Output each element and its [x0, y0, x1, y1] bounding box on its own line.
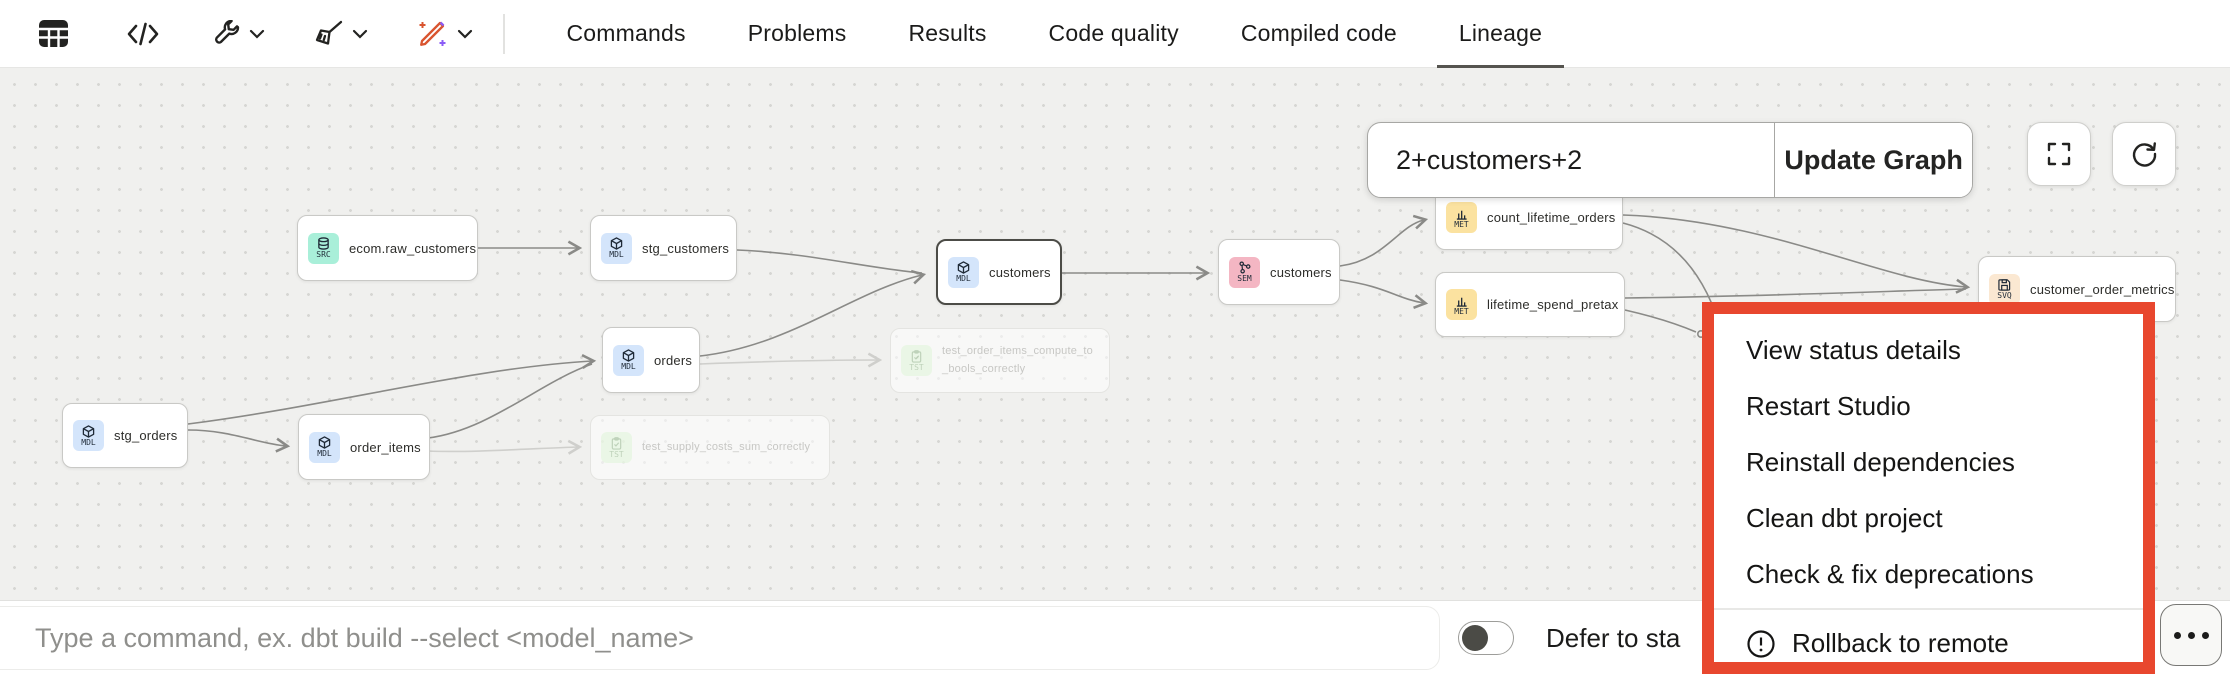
chevron-down-icon: [249, 29, 265, 39]
tab-code-quality[interactable]: Code quality: [1048, 20, 1179, 46]
lineage-node-stg-customers[interactable]: MDL stg_customers: [590, 215, 737, 281]
cube-icon: [318, 436, 331, 449]
chevron-down-icon: [457, 29, 473, 39]
cube-icon: [610, 237, 623, 250]
alert-circle-icon: [1747, 629, 1775, 658]
lineage-node-orders[interactable]: MDL orders: [602, 327, 700, 393]
clean-tools-button[interactable]: [307, 14, 376, 53]
cube-icon: [957, 261, 970, 274]
menu-item-restart-studio[interactable]: Restart Studio: [1746, 390, 1911, 421]
floppy-disk-icon: [1998, 279, 2011, 291]
lineage-node-order-items[interactable]: MDL order_items: [298, 414, 430, 480]
status-context-menu: View status details Restart Studio Reins…: [1702, 302, 2155, 674]
menu-item-reinstall-dependencies[interactable]: Reinstall dependencies: [1746, 446, 2015, 477]
cube-icon: [622, 349, 635, 362]
menu-divider: [1714, 608, 2143, 610]
lineage-node-customers-model[interactable]: MDL customers: [936, 239, 1062, 305]
selector-divider: [1774, 123, 1776, 197]
chevron-down-icon: [352, 29, 368, 39]
menu-item-clean-dbt-project[interactable]: Clean dbt project: [1746, 502, 1943, 533]
tab-compiled-code[interactable]: Compiled code: [1240, 20, 1397, 46]
toggle-knob: [1462, 624, 1488, 651]
code-editor-button[interactable]: [119, 16, 167, 52]
lineage-node-test-order-items[interactable]: TST test_order_items_compute_to_bools_co…: [890, 328, 1110, 393]
ellipsis-icon: [2173, 631, 2181, 639]
update-graph-button[interactable]: Update Graph: [1775, 123, 1972, 197]
cube-icon: [82, 424, 95, 438]
fullscreen-icon: [2047, 142, 2071, 166]
top-toolbar: Commands Problems Results Code quality C…: [0, 0, 2230, 68]
tab-commands[interactable]: Commands: [566, 20, 686, 46]
panel-tabs: Commands Problems Results Code quality C…: [566, 0, 1565, 68]
model-badge: MDL: [73, 420, 104, 451]
bar-chart-icon: [1456, 210, 1467, 220]
lineage-selector: Update Graph: [1367, 122, 1973, 198]
selector-input[interactable]: [1368, 123, 1774, 197]
semantic-model-badge: SEM: [1229, 256, 1260, 288]
tab-problems[interactable]: Problems: [747, 20, 847, 46]
refresh-icon: [2132, 142, 2157, 167]
lineage-node-lifetime-spend-pretax[interactable]: MET lifetime_spend_pretax: [1435, 272, 1625, 337]
menu-item-check-fix-deprecations[interactable]: Check & fix deprecations: [1746, 558, 2034, 589]
code-icon: [127, 22, 159, 45]
command-input[interactable]: [35, 601, 1335, 674]
defer-label: Defer to sta: [1546, 622, 1681, 653]
bar-chart-icon: [1456, 297, 1467, 307]
menu-item-rollback-to-remote[interactable]: Rollback to remote: [1714, 616, 2143, 672]
broom-icon: [315, 20, 343, 45]
magic-pencil-icon: [419, 21, 446, 46]
database-icon: [318, 237, 329, 250]
lineage-node-test-supply-costs[interactable]: TST test_supply_costs_sum_correctly: [590, 415, 830, 480]
source-badge: SRC: [308, 232, 339, 264]
lineage-node-customers-semantic[interactable]: SEM customers: [1218, 239, 1340, 305]
clipboard-check-icon: [911, 349, 922, 363]
tab-lineage[interactable]: Lineage: [1436, 0, 1565, 68]
menu-item-view-status-details[interactable]: View status details: [1746, 334, 1961, 365]
model-badge: MDL: [948, 256, 979, 288]
wrench-icon: [215, 20, 240, 44]
clipboard-check-icon: [611, 436, 622, 450]
lineage-node-ecom-raw-customers[interactable]: SRC ecom.raw_customers: [297, 215, 478, 281]
refresh-button[interactable]: [2112, 122, 2176, 186]
metric-badge: MET: [1446, 289, 1477, 320]
test-badge: TST: [901, 345, 932, 376]
tab-results[interactable]: Results: [908, 20, 987, 46]
metric-badge: MET: [1446, 202, 1477, 233]
fullscreen-button[interactable]: [2027, 122, 2091, 186]
model-badge: MDL: [613, 344, 644, 376]
more-options-button[interactable]: [2160, 604, 2222, 666]
table-icon: [39, 20, 68, 47]
table-preview-button[interactable]: [30, 13, 77, 54]
model-badge: MDL: [309, 431, 340, 463]
toolbar-divider: [503, 13, 505, 54]
test-badge: TST: [601, 432, 632, 463]
build-tools-button[interactable]: [205, 14, 273, 53]
defer-toggle[interactable]: [1458, 621, 1514, 655]
model-badge: MDL: [601, 232, 632, 264]
lineage-node-stg-orders[interactable]: MDL stg_orders: [62, 403, 188, 468]
ai-assist-button[interactable]: [410, 13, 481, 55]
saved-query-badge: SVQ: [1989, 273, 2020, 305]
editor-tool-group: [0, 13, 481, 55]
menu-item-label: Rollback to remote: [1792, 628, 2009, 658]
graph-icon: [1239, 261, 1251, 274]
